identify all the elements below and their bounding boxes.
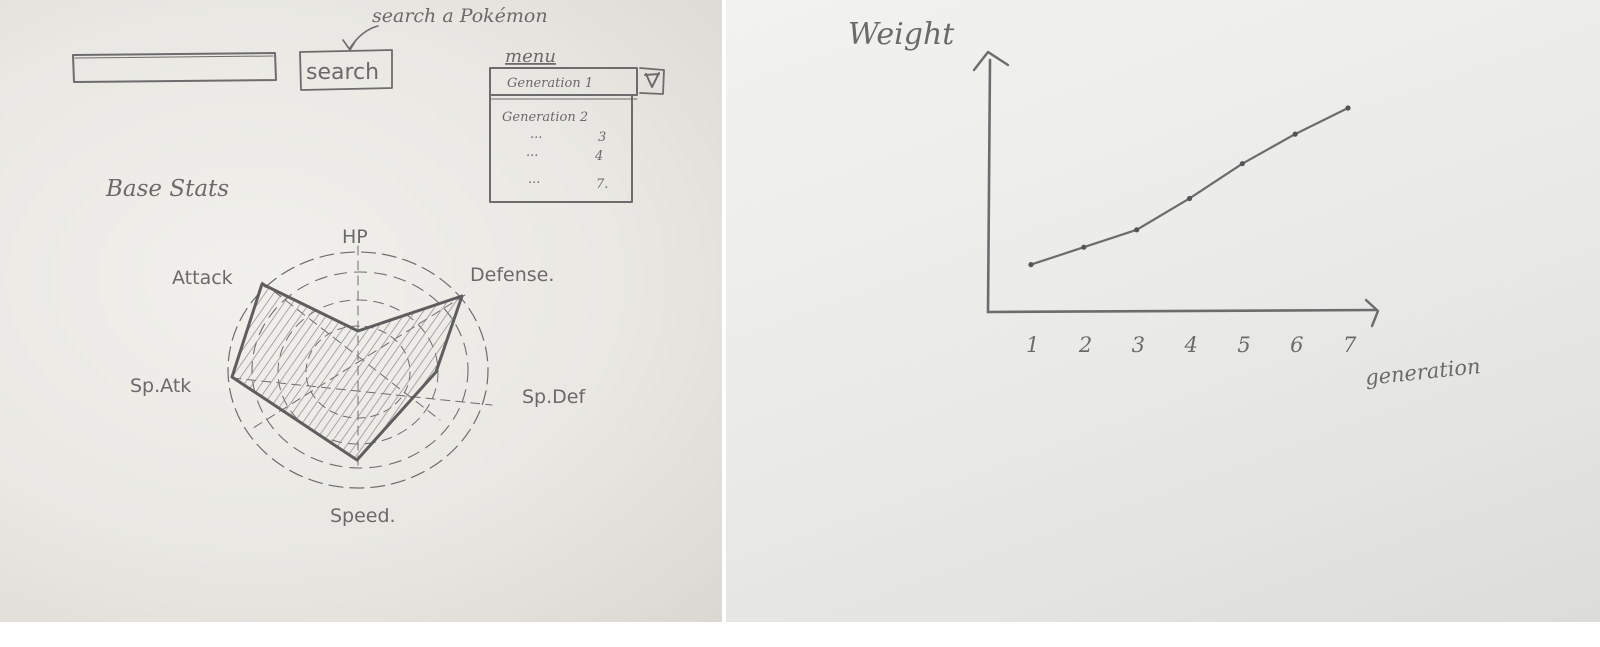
right-sketch-page: Weight generation 1 2 3 4 5 6 7 <box>726 0 1600 622</box>
generation-dropdown[interactable]: Generation 1 <box>489 67 665 96</box>
weight-line-chart: Weight generation 1 2 3 4 5 6 7 <box>848 17 1482 390</box>
x-tick-label: 5 <box>1237 333 1250 357</box>
x-tick-labels: 1 2 3 4 5 6 7 <box>1026 333 1357 357</box>
radar-label-sp-def: Sp.Def <box>522 386 586 408</box>
data-point <box>1345 105 1351 111</box>
series-line <box>1029 106 1350 266</box>
radar-label-sp-atk: Sp.Atk <box>130 375 191 397</box>
y-axis-label: Weight <box>848 17 955 52</box>
radar-label-attack: Attack <box>172 267 233 289</box>
data-point <box>1134 227 1140 233</box>
search-annotation: search a Pokémon <box>372 5 548 27</box>
x-tick-label: 1 <box>1026 333 1039 357</box>
x-tick-label: 7 <box>1343 333 1357 357</box>
annotation-arrow <box>349 25 379 49</box>
radar-ring-outer <box>227 251 489 489</box>
y-axis-arrowhead <box>972 50 1010 72</box>
annotation-arrowhead <box>342 39 357 51</box>
page-gap <box>722 0 726 647</box>
x-tick-label: 2 <box>1078 333 1092 357</box>
x-axis <box>986 308 1378 314</box>
data-point <box>1028 262 1034 268</box>
radar-stat-polygon <box>230 282 464 462</box>
menu-option-label[interactable]: Generation 2 <box>502 110 588 125</box>
y-axis <box>986 58 992 314</box>
dropdown-selected: Generation 1 <box>507 76 593 91</box>
menu-option-label[interactable]: ... <box>528 172 540 187</box>
search-button-label: search <box>306 60 379 85</box>
x-tick-label: 6 <box>1290 333 1303 357</box>
dropdown-list: Generation 2 ... 3 ... 4 ... 7. <box>489 94 638 203</box>
radar-label-hp: HP <box>342 226 368 248</box>
menu-title: menu <box>505 46 556 67</box>
dropdown-arrow-icon[interactable] <box>639 67 665 95</box>
x-axis-arrowhead <box>1364 298 1380 328</box>
menu-option-label[interactable]: ... <box>526 145 538 160</box>
left-sketch-page: search a Pokémon search menu Generation … <box>0 0 722 622</box>
radar-label-speed: Speed. <box>330 505 396 527</box>
base-stats-heading: Base Stats <box>105 176 229 202</box>
series-layer <box>1028 105 1351 268</box>
menu-option-number: 3 <box>598 130 606 145</box>
search-input[interactable] <box>72 52 277 83</box>
data-point <box>1186 195 1193 202</box>
menu-option-label[interactable]: ... <box>530 127 542 142</box>
radar-chart: HP Attack Defense. Sp.Atk Sp.Def Speed. <box>130 226 586 527</box>
menu-option-number: 7. <box>596 177 608 192</box>
menu-option-number: 4 <box>594 149 603 164</box>
data-point <box>1292 131 1298 137</box>
search-button[interactable]: search <box>299 49 393 91</box>
x-axis-label: generation <box>1364 354 1482 390</box>
radar-label-defense: Defense. <box>470 264 554 286</box>
x-tick-label: 4 <box>1184 333 1198 357</box>
x-tick-label: 3 <box>1132 333 1145 357</box>
ui-wireframe-sketch: search a Pokémon search menu Generation … <box>72 5 665 527</box>
data-point <box>1239 161 1245 167</box>
bottom-margin <box>0 622 1600 647</box>
data-point <box>1081 244 1087 250</box>
